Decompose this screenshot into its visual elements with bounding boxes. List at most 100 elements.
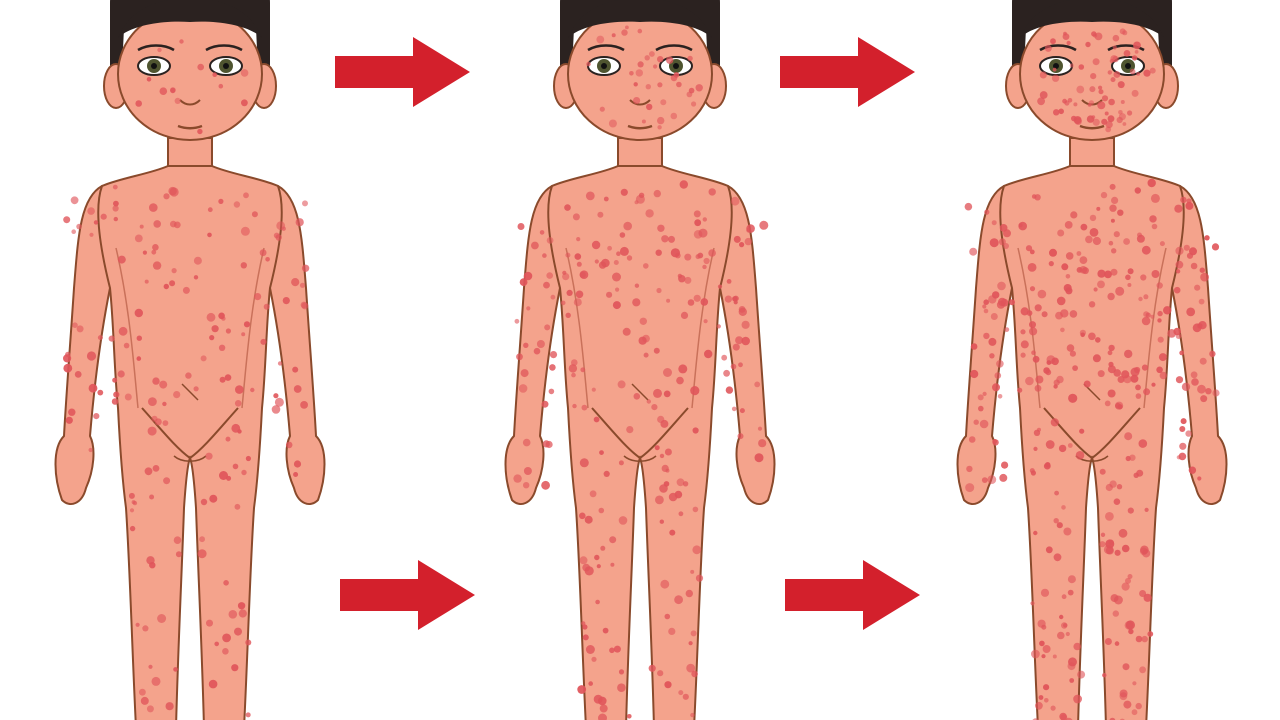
rash-spot	[218, 344, 226, 351]
rash-spot	[293, 460, 302, 468]
rash-spot	[1101, 118, 1108, 125]
rash-spot	[668, 627, 676, 636]
rash-spot	[607, 245, 612, 251]
rash-spot	[549, 364, 556, 371]
rash-spot	[1107, 389, 1116, 398]
rash-spot	[1111, 248, 1117, 254]
rash-spot	[659, 484, 668, 493]
rash-spot	[634, 200, 639, 205]
rash-spot	[124, 393, 132, 401]
rash-spot	[140, 696, 149, 705]
rash-spot	[703, 319, 708, 324]
rash-spot	[968, 436, 976, 443]
rash-spot	[241, 99, 248, 107]
rash-spot	[1045, 462, 1051, 468]
rash-spot	[223, 580, 229, 586]
rash-spot	[584, 515, 593, 524]
rash-spot	[1135, 702, 1142, 710]
rash-spot	[723, 369, 730, 377]
rash-spot	[1175, 246, 1184, 255]
rash-spot	[1097, 370, 1105, 378]
rash-spot	[123, 342, 130, 349]
rash-spot	[576, 237, 581, 242]
rash-spot	[1131, 55, 1138, 61]
rash-spot	[1085, 41, 1091, 48]
rash-spot	[1070, 211, 1078, 219]
rash-spots-stage-2	[513, 25, 769, 720]
rash-spot	[1099, 541, 1106, 548]
rash-spot	[526, 306, 531, 311]
rash-spot	[738, 362, 743, 368]
rash-spot	[1139, 590, 1147, 597]
rash-spot	[174, 97, 181, 104]
rash-spot	[197, 63, 204, 71]
rash-spot	[565, 252, 571, 258]
rash-spot	[1048, 261, 1054, 267]
rash-spot	[1130, 374, 1139, 383]
rash-spot	[600, 545, 606, 551]
rash-spot	[1149, 67, 1156, 74]
rash-spot	[251, 211, 258, 218]
rash-spot	[704, 349, 713, 359]
rash-spot	[1110, 55, 1118, 63]
rash-spot	[1109, 480, 1117, 488]
rash-spot	[571, 359, 578, 366]
rash-spot	[153, 220, 161, 228]
rash-spot	[154, 418, 162, 426]
rash-spot	[564, 204, 571, 211]
rash-spot	[692, 506, 699, 513]
rash-spot	[237, 602, 246, 610]
rash-spot	[222, 633, 232, 643]
rash-spot	[653, 388, 662, 398]
rash-spot	[1102, 673, 1107, 678]
rash-spot	[1009, 299, 1015, 306]
rash-spot	[1033, 446, 1038, 451]
rash-spot	[1046, 360, 1052, 365]
rash-spot	[1194, 284, 1201, 291]
rash-spot	[581, 404, 588, 411]
rash-spot	[162, 420, 169, 426]
rash-spot	[708, 249, 716, 257]
rash-spot	[193, 275, 199, 280]
rash-spot	[1173, 286, 1181, 294]
rash-spot	[687, 299, 695, 306]
rash-spot	[1029, 321, 1036, 329]
rash-spot	[1044, 44, 1052, 52]
rash-spot	[1114, 641, 1120, 646]
rash-spot	[732, 296, 738, 302]
arrows-layer	[335, 37, 920, 630]
rash-spot	[599, 106, 605, 112]
rash-spot	[999, 224, 1008, 232]
rash-spot	[1020, 329, 1026, 335]
rash-spot	[1096, 206, 1101, 211]
rash-spot	[1122, 122, 1127, 126]
rash-spot	[302, 200, 308, 207]
rash-spot	[542, 253, 547, 258]
rash-spot	[136, 335, 142, 341]
rash-spot	[518, 384, 528, 393]
rash-spot	[173, 667, 178, 672]
rash-spot	[1074, 117, 1082, 125]
rash-spot	[1105, 512, 1114, 521]
rash-spot	[721, 354, 728, 361]
rash-spot	[1063, 527, 1072, 536]
rash-spot	[1197, 476, 1202, 481]
rash-spot	[982, 391, 987, 396]
rash-spot	[182, 286, 190, 294]
rash-spot	[241, 332, 246, 337]
rash-spot	[692, 545, 702, 555]
rash-spot	[1037, 427, 1041, 432]
rash-spot	[520, 369, 529, 378]
rash-spot	[591, 656, 597, 662]
rash-spot	[144, 279, 149, 284]
rash-spot	[1056, 296, 1066, 306]
rash-spot	[1131, 89, 1139, 97]
rash-spot	[135, 100, 142, 107]
rash-spot	[1143, 69, 1151, 77]
rash-spot	[989, 238, 999, 248]
rash-spot	[965, 483, 975, 493]
rash-spot	[548, 388, 555, 395]
rash-spot	[596, 35, 605, 44]
rash-spot	[209, 335, 215, 341]
